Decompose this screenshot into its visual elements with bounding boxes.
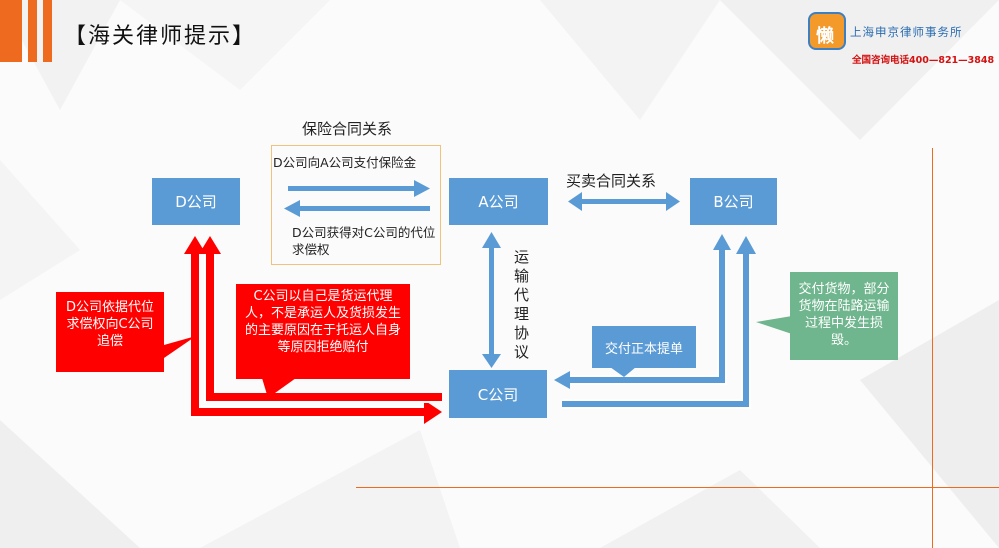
arrow-d-c-outer bbox=[184, 236, 442, 424]
callout-damage: 交付货物，部分货物在陆路运输过程中发生损毁。 bbox=[790, 272, 898, 360]
logo-firm-name: 上海申京律师事务所 bbox=[850, 25, 963, 39]
node-b-company: B公司 bbox=[690, 178, 777, 225]
callout-pointer-bill bbox=[610, 367, 636, 377]
callout-pointer-d-claim bbox=[164, 336, 196, 358]
header-accent-bar-2 bbox=[28, 0, 37, 62]
node-d-company: D公司 bbox=[152, 178, 240, 225]
callout-damage-text: 交付货物，部分货物在陆路运输过程中发生损毁。 bbox=[798, 282, 890, 348]
divider-vertical bbox=[932, 148, 933, 548]
callout-bill-of-lading: 交付正本提单 bbox=[592, 326, 696, 368]
arrow-d-to-a bbox=[288, 180, 430, 197]
divider-horizontal bbox=[356, 487, 999, 488]
callout-pointer-damage bbox=[756, 316, 792, 334]
header-accent-bar-1 bbox=[0, 0, 22, 62]
header-accent-bar-3 bbox=[43, 0, 52, 62]
d-to-a-payment-label: D公司向A公司支付保险金 bbox=[273, 155, 417, 170]
callout-d-claim-text: D公司依据代位求偿权向C公司追偿 bbox=[65, 300, 154, 349]
node-a-company: A公司 bbox=[449, 178, 548, 225]
insurance-group-box bbox=[271, 145, 441, 265]
node-c-company: C公司 bbox=[449, 370, 547, 418]
sales-contract-label: 买卖合同关系 bbox=[566, 172, 657, 190]
logo-mark-text: 懒 bbox=[816, 26, 834, 47]
callout-pointer-c-defense bbox=[262, 378, 296, 398]
arrow-d-c-inner bbox=[199, 236, 442, 403]
logo: 懒 上海申京律师事务所 全国咨询电话400—821—3848 bbox=[808, 12, 994, 68]
arrow-a-b bbox=[568, 192, 680, 211]
callout-bill-of-lading-text: 交付正本提单 bbox=[604, 341, 683, 357]
page-title: 【海关律师提示】 bbox=[64, 24, 257, 49]
arrow-b-to-c-inner bbox=[554, 234, 731, 389]
callout-d-claim: D公司依据代位求偿权向C公司追偿 bbox=[56, 292, 164, 372]
callout-c-defense-text: C公司以自己是货运代理人，不是承运人及货损发生的主要原因在于托运人自身等原因拒绝… bbox=[244, 289, 401, 355]
arrow-a-to-d bbox=[284, 200, 430, 217]
d-subrogation-label: D公司获得对C公司的代位求偿权 bbox=[292, 225, 436, 257]
insurance-contract-label: 保险合同关系 bbox=[302, 120, 393, 138]
logo-hotline: 全国咨询电话400—821—3848 bbox=[852, 55, 995, 66]
arrow-b-to-c-outer bbox=[562, 236, 756, 409]
arrow-a-c bbox=[482, 232, 501, 368]
transport-agency-label: 运输代理协议 bbox=[514, 248, 530, 361]
logo-mark: 懒 bbox=[808, 12, 846, 50]
callout-c-defense: C公司以自己是货运代理人，不是承运人及货损发生的主要原因在于托运人自身等原因拒绝… bbox=[236, 284, 410, 379]
